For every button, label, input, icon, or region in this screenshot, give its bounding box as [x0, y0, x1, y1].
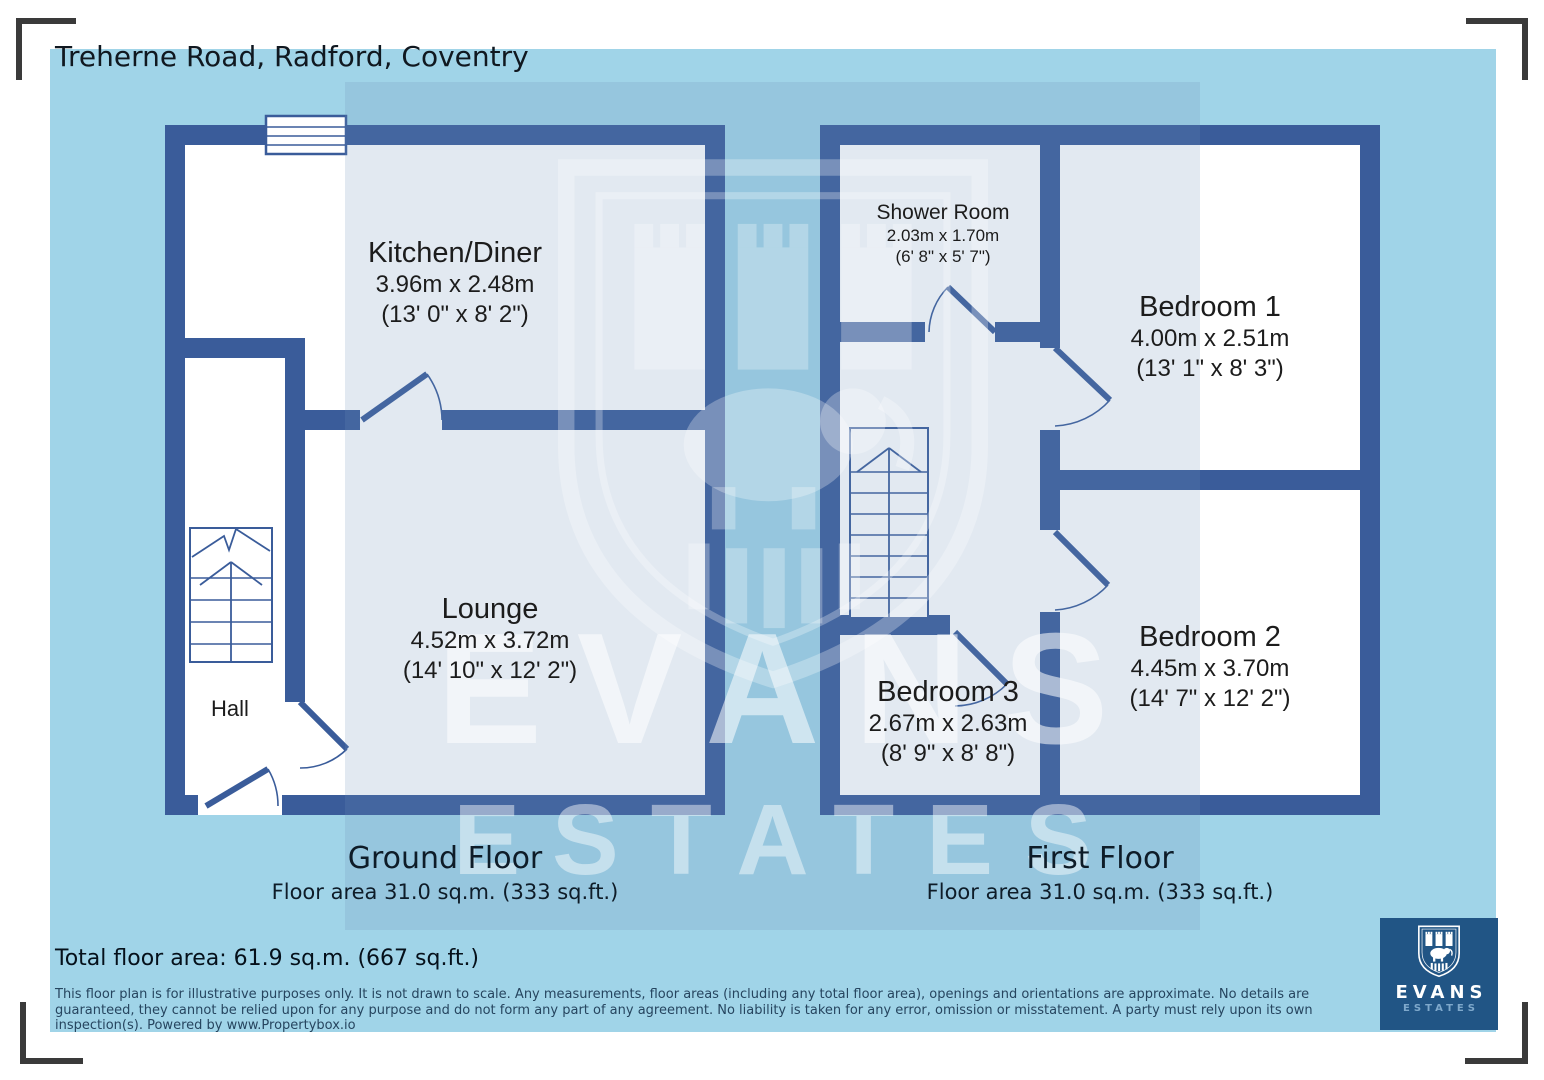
- disclaimer-text: This floor plan is for illustrative purp…: [55, 987, 1313, 1033]
- corner-bracket-top-right: [1466, 18, 1528, 80]
- stairs-ground: [189, 527, 273, 663]
- evans-crest-icon: [1418, 925, 1460, 978]
- window: [264, 114, 348, 156]
- room-label-bedroom-2: Bedroom 2 4.45m x 3.70m (14' 7" x 12' 2"…: [1129, 621, 1291, 712]
- page-title: Treherne Road, Radford, Coventry: [55, 40, 529, 73]
- stairs-first: [849, 427, 929, 619]
- room-label-hall: Hall: [211, 696, 249, 721]
- corner-bracket-bottom-right: [1465, 1002, 1528, 1064]
- room-label-bedroom-3: Bedroom 3 2.67m x 2.63m (8' 9" x 8' 8"): [868, 676, 1028, 767]
- ground-floor-doors: [204, 371, 443, 809]
- ground-floor-caption: Ground Floor Floor area 31.0 sq.m. (333 …: [271, 841, 619, 904]
- room-label-kitchen-diner: Kitchen/Diner 3.96m x 2.48m (13' 0" x 8'…: [367, 237, 543, 328]
- first-floor-caption: First Floor Floor area 31.0 sq.m. (333 s…: [926, 841, 1274, 904]
- evans-estates-logo: EVANS ESTATES: [1380, 918, 1498, 1030]
- room-label-lounge: Lounge 4.52m x 3.72m (14' 10" x 12' 2"): [402, 593, 578, 684]
- room-label-shower-room: Shower Room 2.03m x 1.70m (6' 8" x 5' 7"…: [876, 201, 1010, 266]
- corner-bracket-bottom-left: [20, 1002, 83, 1064]
- logo-tagline: ESTATES: [1403, 1003, 1479, 1014]
- logo-name: EVANS: [1395, 982, 1488, 1003]
- room-label-bedroom-1: Bedroom 1 4.00m x 2.51m (13' 1" x 8' 3"): [1130, 291, 1290, 382]
- corner-bracket-top-left: [16, 18, 76, 80]
- total-floor-area: Total floor area: 61.9 sq.m. (667 sq.ft.…: [55, 946, 480, 971]
